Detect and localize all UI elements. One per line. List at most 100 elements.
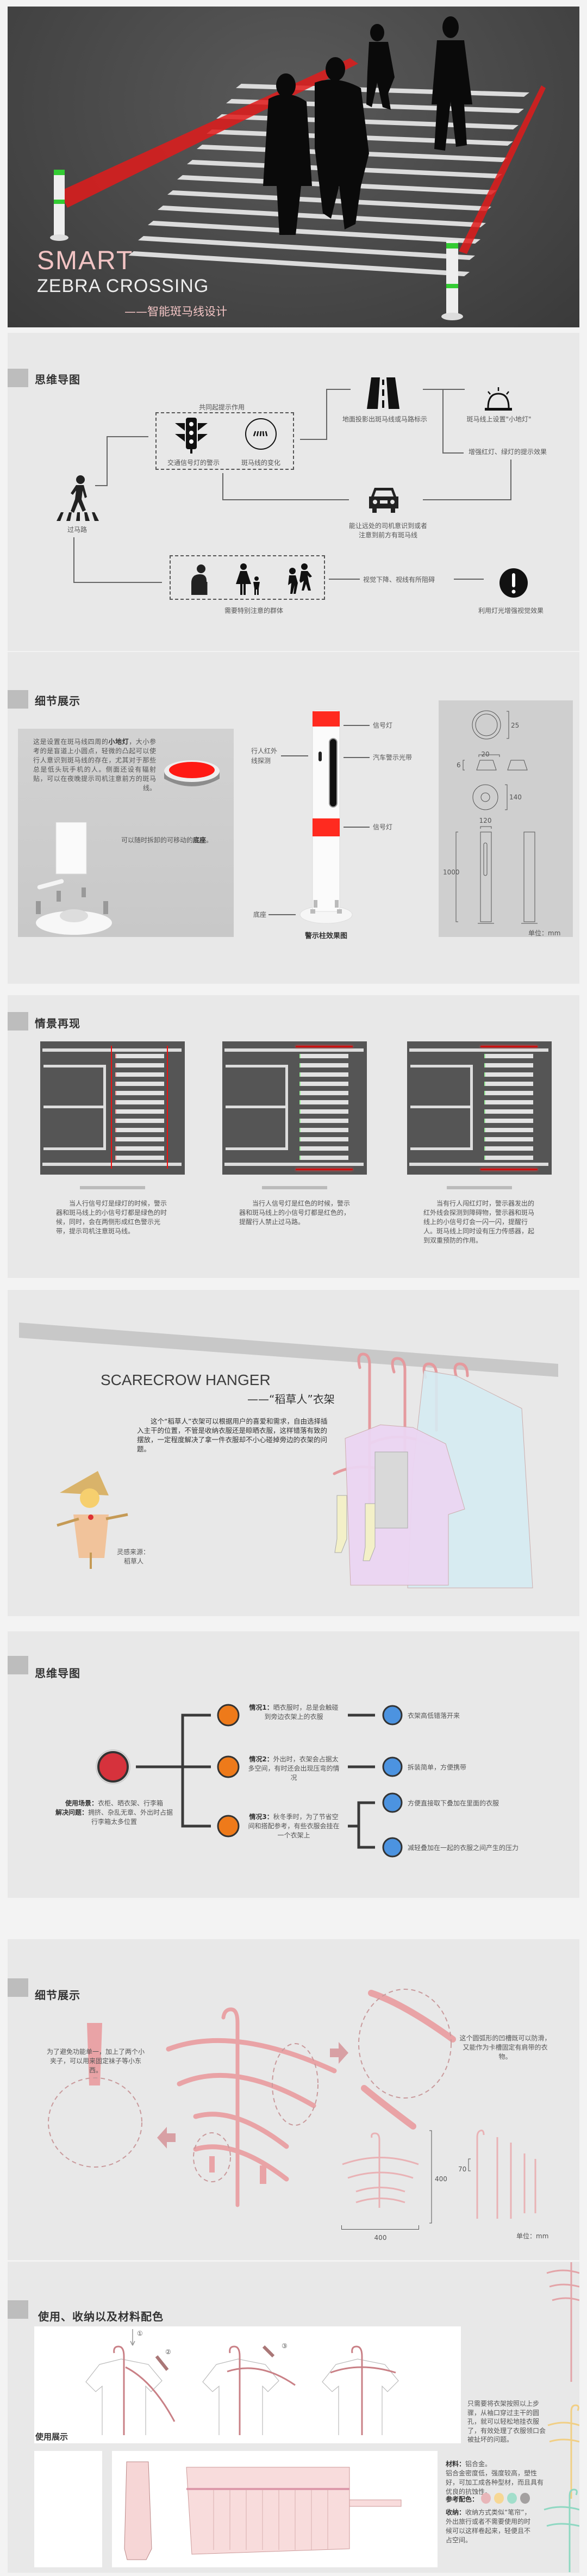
enhance-label: 增强红灯、绿灯的提示效果 xyxy=(469,448,547,456)
pedestrian-label: 过马路 xyxy=(67,526,88,533)
usage-scene: 使用场景：衣柜、晒衣架、行李箱解决问题：拥挤、杂乱无章、外出时占据行李箱太多位置 xyxy=(55,1799,173,1826)
hero-title-smart: SMART xyxy=(37,246,134,275)
dim-20: 20 xyxy=(481,750,490,758)
dim-120: 120 xyxy=(479,817,492,824)
driver-label-line2: 注意到前方有斑马线 xyxy=(358,531,418,539)
zebra-stripe xyxy=(299,1054,348,1058)
scarecrow-description: 这个“稻草人”衣架可以根据用户的喜爱和需求，自由选择插入主干的位置，不管是收纳衣… xyxy=(137,1417,328,1453)
socks xyxy=(334,1495,376,1561)
car-icon xyxy=(369,488,398,513)
red-warning-band xyxy=(111,1046,112,1169)
zebra-stripe xyxy=(299,1137,348,1141)
signal-light-label-top: 信号灯 xyxy=(373,722,393,729)
rolled-storage-panel xyxy=(34,2451,102,2567)
elderly-icon xyxy=(191,564,208,595)
section-marker xyxy=(8,1978,28,1997)
zebra-stripe xyxy=(484,1072,533,1077)
step-2-marker: ② xyxy=(165,2348,171,2356)
parent-child-icon xyxy=(236,563,260,595)
scenario-divider xyxy=(262,1186,327,1189)
traffic-light-label: 交通信号灯的警示 xyxy=(167,459,220,467)
zebra-stripe xyxy=(299,1100,348,1104)
zebra-stripe xyxy=(299,1119,348,1123)
case-node-2 xyxy=(217,1755,240,1778)
zebra-change-icon xyxy=(245,418,277,450)
usage-demo-label: 使用展示 xyxy=(35,2432,68,2442)
usage-demo-text: 只需要将衣架按照以上步骤，从袖口穿过主干的圆孔，就可以轻松地挂衣服了，有效处理了… xyxy=(467,2400,546,2443)
section-title: 使用、收纳以及材料配色 xyxy=(38,2310,164,2323)
zebra-stripe xyxy=(299,1091,348,1095)
section-title: 情景再现 xyxy=(35,1017,80,1030)
section-marker xyxy=(8,690,28,709)
road-edge xyxy=(409,1163,548,1166)
color-swatch xyxy=(481,2493,491,2504)
zebra-stripe xyxy=(115,1109,164,1114)
dim-hook: 70 xyxy=(458,2165,467,2173)
dim-width: 400 xyxy=(374,2234,387,2242)
vulnerable-group-box xyxy=(170,555,325,600)
zebra-stripe xyxy=(484,1156,533,1160)
road-edge xyxy=(224,1163,364,1166)
case-1-text: 情况1：晒衣服时，总是会触碰到旁边衣架上的衣服 xyxy=(249,1704,339,1721)
zebra-stripe xyxy=(484,1109,533,1114)
running-kids-icon xyxy=(288,563,312,594)
root-node xyxy=(97,1751,129,1783)
scenario-divider xyxy=(80,1186,145,1189)
road-edge xyxy=(42,1048,182,1052)
section-marker xyxy=(8,2300,28,2319)
lane-marking xyxy=(226,1106,286,1108)
zebra-stripe xyxy=(299,1063,348,1067)
zebra-stripe xyxy=(138,236,475,260)
scenario-diagram-3 xyxy=(407,1041,552,1175)
zebra-stripe xyxy=(115,1119,164,1123)
scenario-text-3: 当有行人闯红灯时，警示器发出的红外线会探测到障碍物，警示器和斑马线上的小信号灯会… xyxy=(423,1200,535,1244)
dim-height: 400 xyxy=(435,2175,447,2183)
storage-roll-illustration xyxy=(124,2461,402,2560)
dimension-panel xyxy=(439,700,573,937)
scarecrow-hanger-title: SCARECROW HANGER xyxy=(101,1371,271,1388)
zebra-stripe xyxy=(158,206,486,227)
scarecrow-hanger-subtitle: ——“稻草人”衣架 xyxy=(247,1393,335,1406)
dim-25: 25 xyxy=(511,722,520,729)
zebra-stripe xyxy=(484,1091,533,1095)
section-title: 细节展示 xyxy=(35,694,80,707)
groove-description: 这个圆弧形的凹槽既可以防滑，又能作为卡槽固定有肩带的衣物。 xyxy=(459,2034,551,2060)
lane-marking xyxy=(43,1065,106,1150)
result-1-text: 衣架高低错落开来 xyxy=(408,1712,460,1720)
signal-light-label-mid: 信号灯 xyxy=(373,823,393,831)
zebra-stripe xyxy=(299,1156,348,1160)
section-title: 细节展示 xyxy=(35,1989,80,2002)
road-edge xyxy=(409,1048,548,1052)
unit-label: 单位：mm xyxy=(528,929,561,937)
section-marker xyxy=(8,1012,28,1031)
groups-label: 需要特别注意的群体 xyxy=(224,607,284,614)
section-marker xyxy=(8,1656,28,1674)
usage-demo-panel xyxy=(34,2326,461,2443)
scenario-divider xyxy=(447,1186,512,1189)
clip-description: 为了避免功能单一，加上了两个小夹子，可以用来固定袜子等小东西。 xyxy=(46,2048,145,2074)
result-node-3 xyxy=(382,1792,403,1813)
result-node-4 xyxy=(382,1837,403,1858)
zebra-stripe xyxy=(115,1072,164,1077)
zebra-stripe xyxy=(115,1156,164,1160)
red-warning-band xyxy=(167,1046,168,1169)
traffic-light-icon xyxy=(175,418,208,454)
zebra-stripe xyxy=(115,1063,164,1067)
zebra-stripe xyxy=(484,1119,533,1123)
car-warning-band-label: 汽车警示光带 xyxy=(373,754,413,761)
result-node-2 xyxy=(382,1756,403,1777)
hero-title-zebra: ZEBRA CROSSING xyxy=(37,276,209,296)
section-title: 思维导图 xyxy=(35,1667,80,1680)
zebra-change-label: 斑马线的变化 xyxy=(241,459,281,467)
result-3-text: 方便直接取下叠加在里面的衣服 xyxy=(408,1799,499,1807)
case-node-3 xyxy=(217,1815,240,1838)
zebra-stripe xyxy=(299,1072,348,1077)
red-signal-bar xyxy=(480,1169,538,1170)
zebra-stripe xyxy=(484,1082,533,1086)
red-light-band-right xyxy=(459,85,546,254)
zebra-stripe xyxy=(115,1100,164,1104)
scenario-text-1: 当人行信号灯是绿灯的时候，警示器和斑马线上的小信号灯都是绿色的时候，同时，会在两… xyxy=(56,1200,167,1235)
ir-sensor-label-line1: 行人红外 xyxy=(251,747,278,755)
pouch xyxy=(374,1451,408,1529)
case-3-text: 情况3：秋冬季时，为了节省空间和搭配参考，有些衣服会挂在一个衣架上 xyxy=(248,1813,340,1839)
